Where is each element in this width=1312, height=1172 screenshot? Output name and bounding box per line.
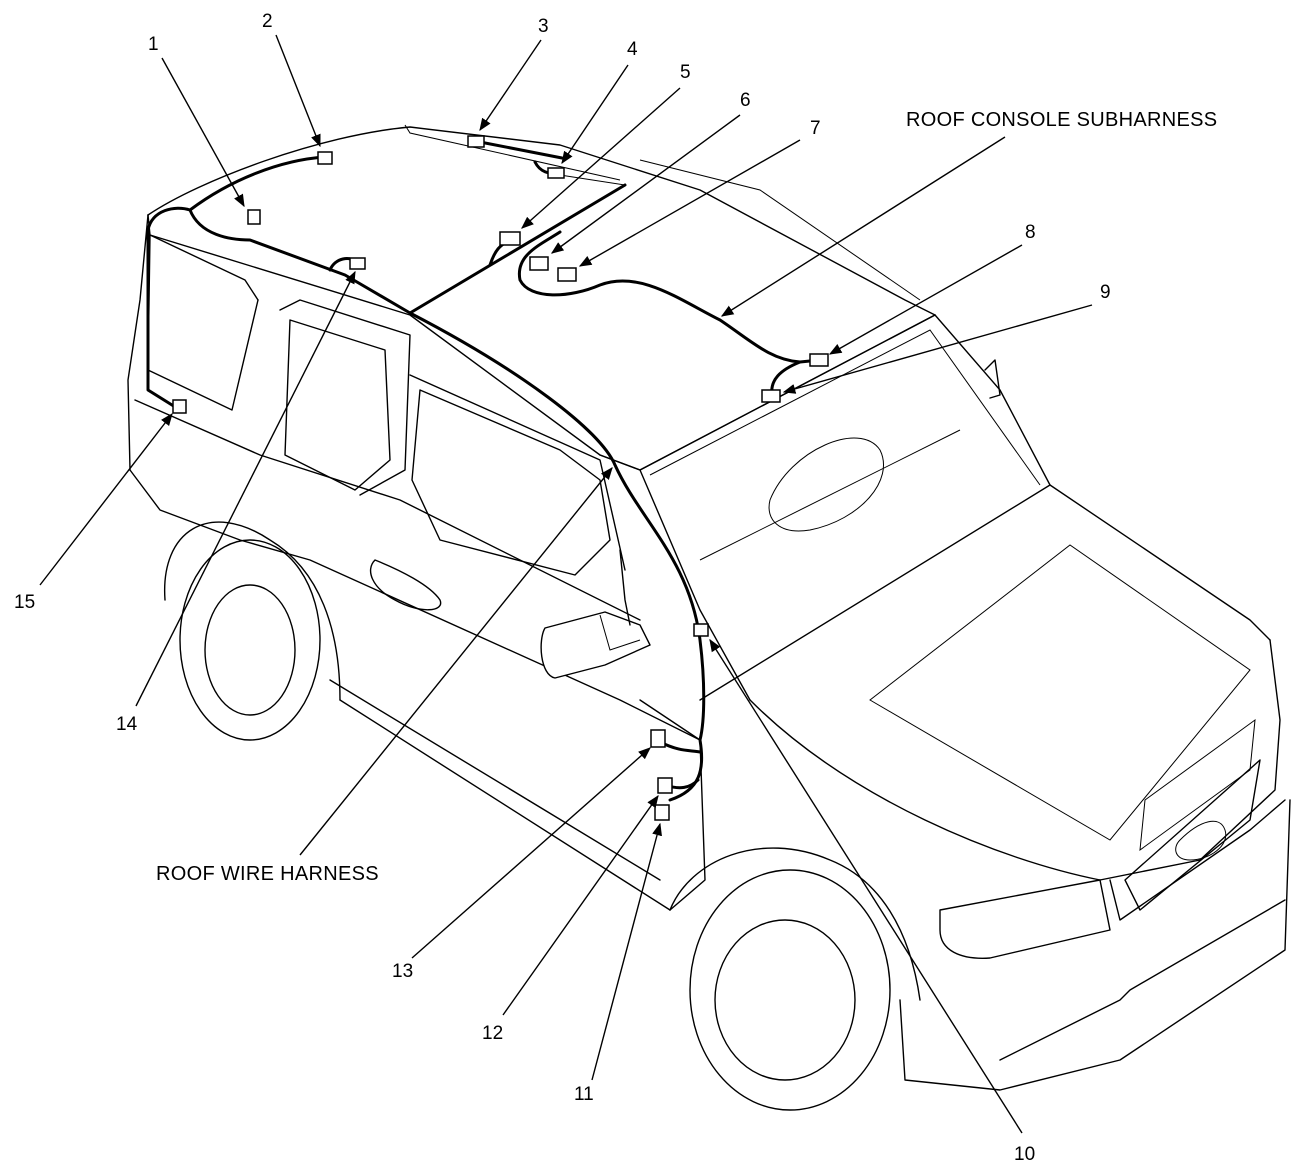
callout-3: 3 — [538, 16, 549, 37]
connector-5 — [499, 231, 521, 246]
leader-6 — [550, 114, 741, 254]
leader-2 — [275, 34, 321, 148]
connector-9 — [761, 389, 781, 403]
connector-13 — [650, 729, 666, 748]
connector-15 — [172, 399, 187, 414]
callout-11: 11 — [574, 1084, 594, 1105]
callout-8: 8 — [1025, 222, 1036, 243]
callout-7: 7 — [810, 118, 821, 139]
connector-4 — [547, 167, 565, 179]
connector-14 — [349, 257, 366, 270]
leader-3 — [479, 39, 542, 132]
callout-14: 14 — [116, 714, 138, 735]
callout-2: 2 — [262, 11, 273, 32]
connector-2 — [317, 151, 333, 165]
connector-6 — [529, 256, 549, 271]
callout-1: 1 — [148, 34, 159, 55]
leader-1 — [161, 57, 245, 208]
leader-7 — [578, 139, 801, 267]
callout-10: 10 — [1014, 1144, 1035, 1165]
leader-10 — [709, 638, 1023, 1134]
leader-11 — [591, 822, 662, 1081]
roof-console-subharness-label: ROOF CONSOLE SUBHARNESS — [906, 109, 1217, 131]
callout-13: 13 — [392, 961, 413, 982]
callout-numbers: 1 2 3 4 5 6 7 8 9 10 11 12 13 14 15 — [14, 11, 1111, 1165]
roof-wire-harness-wire — [146, 140, 706, 802]
connector-11 — [654, 804, 670, 821]
leader-4 — [561, 64, 629, 165]
leader-12 — [502, 794, 659, 1016]
leader-14 — [135, 270, 356, 707]
connector-8 — [809, 353, 829, 367]
leader-roof-console-subharness — [720, 136, 1006, 317]
connector-7 — [557, 267, 577, 282]
leader-5 — [521, 87, 681, 229]
callout-5: 5 — [680, 62, 691, 83]
connector-10 — [693, 623, 709, 637]
leader-8 — [828, 244, 1023, 355]
connector-1 — [247, 209, 261, 225]
leader-9 — [782, 304, 1093, 394]
callout-4: 4 — [627, 39, 638, 60]
callout-6: 6 — [740, 90, 751, 111]
leader-15 — [39, 413, 173, 586]
connectors — [172, 135, 829, 821]
leader-lines — [39, 34, 1093, 1134]
leader-13 — [411, 747, 651, 959]
leader-roof-wire-harness — [299, 467, 613, 856]
roof-console-subharness-wire — [517, 230, 822, 397]
callout-12: 12 — [482, 1023, 503, 1044]
vehicle-outline — [127, 124, 1291, 1111]
connector-12 — [657, 777, 673, 794]
callout-9: 9 — [1100, 282, 1111, 303]
roof-wire-harness-label: ROOF WIRE HARNESS — [156, 863, 379, 885]
callout-15: 15 — [14, 592, 35, 613]
connector-3 — [467, 135, 485, 148]
